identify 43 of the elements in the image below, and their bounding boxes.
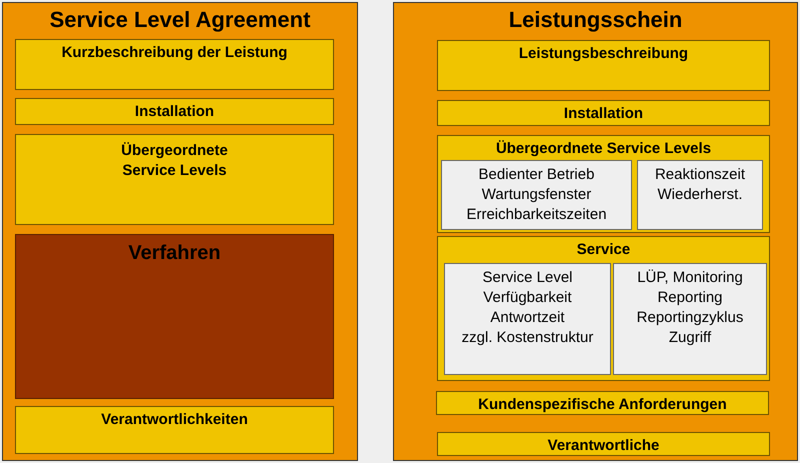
detail-box [613,263,767,375]
detail-item: zzgl. Kostenstruktur [462,328,594,348]
section-box [437,236,770,381]
section-box [15,406,334,454]
detail-item: Wartungsfenster [482,184,592,205]
detail-item: Reportingzyklus [636,308,744,328]
section-box [437,40,770,91]
detail-item: Bedienter Betrieb [478,165,594,185]
section-title: Verantwortliche [548,437,660,455]
detail-box [441,160,632,230]
section-box [437,432,770,456]
section-title: Verfahren [128,241,221,265]
section-box [436,391,769,415]
detail-item: Erreichbarkeitszeiten [466,204,607,225]
detail-box [444,263,611,375]
section-title: Übergeordnete Service Levels [496,140,712,158]
section-box [437,135,770,233]
section-title: Übergeordnete Service Levels [120,141,229,180]
detail-item: Wiederherst. [657,184,743,205]
section-title: Installation [134,103,214,121]
section-title: Leistungsbeschreibung [518,45,688,63]
section-title: Installation [564,105,644,123]
panel [393,2,798,461]
section-title: Kurzbeschreibung der Leistung [62,44,288,62]
section-box [15,134,334,225]
detail-item: Antwortzeit [490,308,565,328]
detail-box [637,160,763,230]
detail-item: Reporting [657,288,723,308]
section-title: Service [576,241,630,258]
panel-title: Service Level Agreement [50,7,310,32]
panel-title: Leistungsschein [508,7,682,32]
section-title: Verantwortlichkeiten [101,411,248,429]
section-box [15,39,334,90]
detail-item: Verfügbarkeit [483,288,572,308]
detail-item: Zugriff [668,328,712,348]
section-box [15,234,334,399]
detail-item: Reaktionszeit [654,165,746,185]
section-box [15,98,334,125]
section-box [437,100,770,126]
detail-item: Service Level [482,268,573,288]
section-title: Kundenspezifische Anforderungen [478,396,727,414]
detail-item: LÜP, Monitoring [637,268,743,288]
panel [2,2,358,461]
